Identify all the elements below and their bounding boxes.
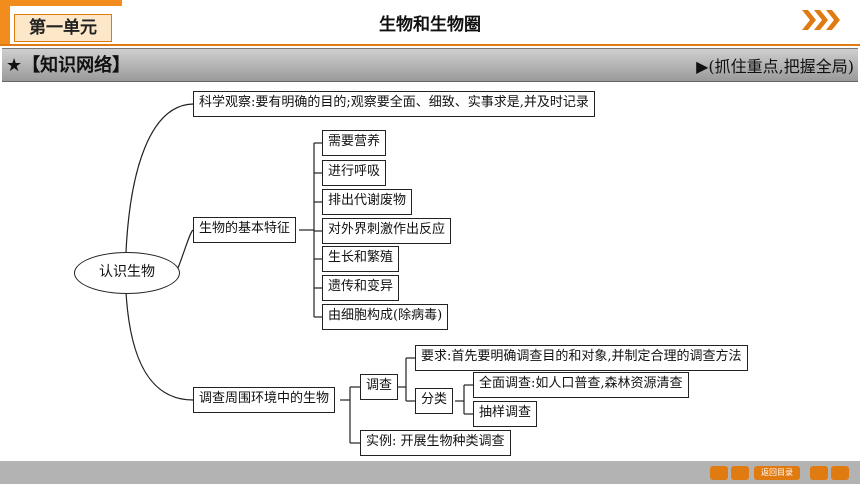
- survey-example-node: 实例: 开展生物种类调查: [360, 430, 511, 456]
- next-page-icon[interactable]: [802, 8, 842, 32]
- feature-item: 排出代谢废物: [322, 189, 413, 215]
- root-node: 认识生物: [74, 252, 180, 294]
- survey-method-node: 调查: [360, 374, 399, 400]
- first-page-button[interactable]: [710, 466, 728, 480]
- survey-classify-node: 分类: [415, 388, 454, 414]
- feature-item: 对外界刺激作出反应: [322, 218, 452, 244]
- survey-full-node: 全面调查:如人口普查,森林资源清查: [473, 372, 689, 398]
- section-banner: [2, 48, 858, 82]
- features-node: 生物的基本特征: [193, 217, 297, 243]
- survey-requirement-node: 要求:首先要明确调查目的和对象,并制定合理的调查方法: [415, 345, 748, 371]
- last-page-button[interactable]: [831, 466, 849, 480]
- unit-label: 第一单元: [14, 14, 112, 42]
- feature-item: 遗传和变异: [322, 275, 400, 301]
- header-accent-bar: [0, 0, 122, 6]
- feature-item: 需要营养: [322, 130, 387, 156]
- page-title: 生物和生物圈: [379, 15, 481, 35]
- survey-node: 调查周围环境中的生物: [193, 387, 336, 413]
- section-tagline: ▶(抓住重点,把握全局): [696, 57, 854, 76]
- observation-node: 科学观察:要有明确的目的;观察要全面、细致、实事求是,并及时记录: [193, 91, 595, 117]
- survey-sample-node: 抽样调查: [473, 401, 538, 427]
- section-title: ★【知识网络】: [6, 55, 131, 76]
- footer-bar: [0, 461, 860, 484]
- feature-item: 生长和繁殖: [322, 246, 400, 272]
- feature-item: 进行呼吸: [322, 160, 387, 186]
- header-accent-edge: [0, 0, 10, 44]
- back-to-contents-button[interactable]: 返回目录: [754, 466, 800, 480]
- header-divider: [0, 44, 860, 46]
- previous-page-button[interactable]: [731, 466, 749, 480]
- next-page-button[interactable]: [810, 466, 828, 480]
- feature-item: 由细胞构成(除病毒): [322, 304, 449, 330]
